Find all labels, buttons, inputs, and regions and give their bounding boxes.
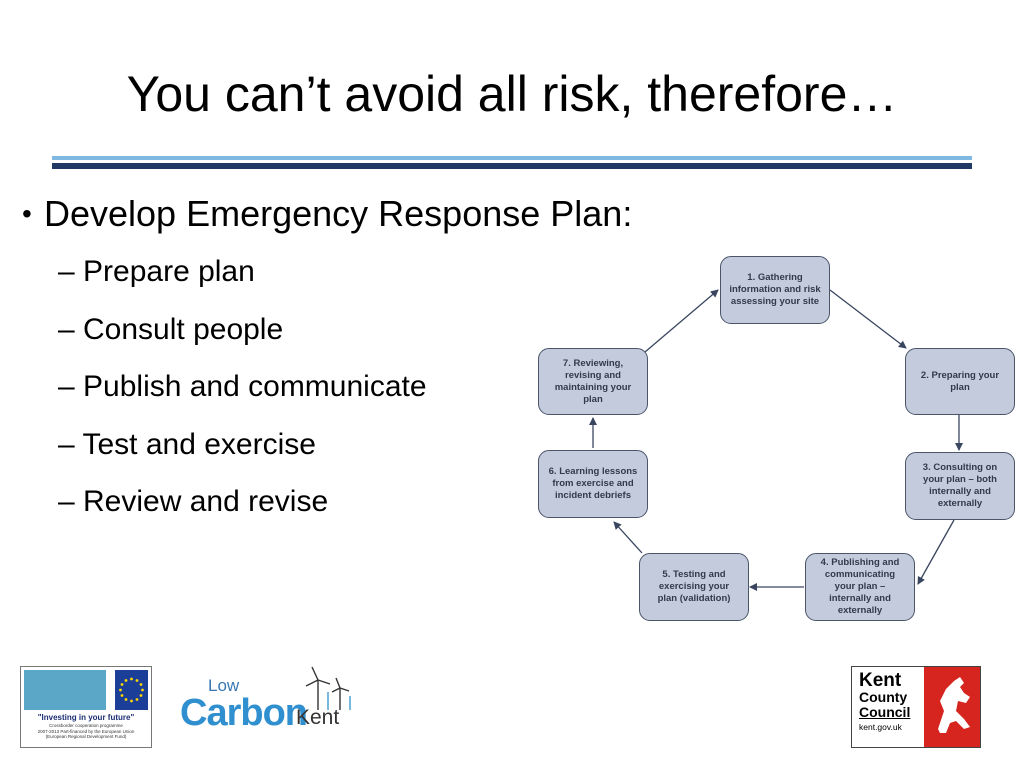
kcc-url: kent.gov.uk [859,722,902,732]
logo-word-carbon: Carbon [180,692,308,734]
planning-cycle-diagram: 1. Gathering information and risk assess… [530,248,1020,626]
main-bullet: • Develop Emergency Response Plan: [22,190,632,238]
eu-stars-icon [119,677,144,703]
logo-word-low: Low [208,676,240,695]
kent-county-council-logo: Kent County Council kent.gov.uk [851,666,981,748]
white-horse-icon [938,677,970,733]
eu-interreg-logo: "Investing in your future" Crossborder c… [20,666,152,748]
programme-banner [24,670,106,710]
main-bullet-text: Develop Emergency Response Plan: [44,193,633,234]
eu-funding-text: Crossborder cooperation programme 2007-2… [23,723,149,740]
logo-word-kent: Kent [296,706,340,729]
sub-bullet-list: – Prepare plan – Consult people – Publis… [58,252,427,540]
cycle-step-1: 1. Gathering information and risk assess… [720,256,830,324]
cycle-step-7: 7. Reviewing, revising and maintaining y… [538,348,648,415]
kcc-wordmark: Kent County Council kent.gov.uk [859,671,921,733]
cycle-step-4: 4. Publishing and communicating your pla… [805,553,915,621]
eu-flag-icon [115,670,148,710]
arrow-7-to-1 [644,289,719,353]
arrow-1-to-2 [829,289,907,349]
title-rule-light [52,156,972,160]
sub-bullet-prepare: – Prepare plan [58,255,255,288]
kcc-council: Council [859,704,911,720]
bullet-dot: • [22,198,32,229]
sub-bullet-review: – Review and revise [58,485,329,518]
eu-line-3: (European Regional Development Fund) [45,734,127,739]
sub-bullet-publish: – Publish and communicate [58,370,427,403]
title-rule-dark [52,163,972,169]
arrow-3-to-4 [917,519,955,585]
cycle-step-5: 5. Testing and exercising your plan (val… [639,553,749,621]
eu-line-2: 2007-2013 Part-financed by the European … [37,728,135,734]
sub-bullet-test: – Test and exercise [58,427,316,461]
kcc-red-panel [924,667,980,747]
kcc-county: County [859,689,908,705]
cycle-step-6: 6. Learning lessons from exercise and in… [538,450,648,518]
cycle-step-2: 2. Preparing your plan [905,348,1015,415]
cycle-arrows [589,289,963,591]
arrow-5-to-6 [613,521,643,554]
sub-bullet-consult: – Consult people [58,312,284,346]
cycle-step-3: 3. Consulting on your plan – both intern… [905,452,1015,520]
eu-line-1: Crossborder cooperation programme [49,723,123,728]
wind-turbine-icon [305,666,351,710]
low-carbon-kent-logo: Low Carbon Kent [178,666,362,746]
eu-slogan: "Investing in your future" [37,713,135,722]
kcc-kent: Kent [859,670,902,691]
slide-title: You can’t avoid all risk, therefore… [126,66,898,122]
